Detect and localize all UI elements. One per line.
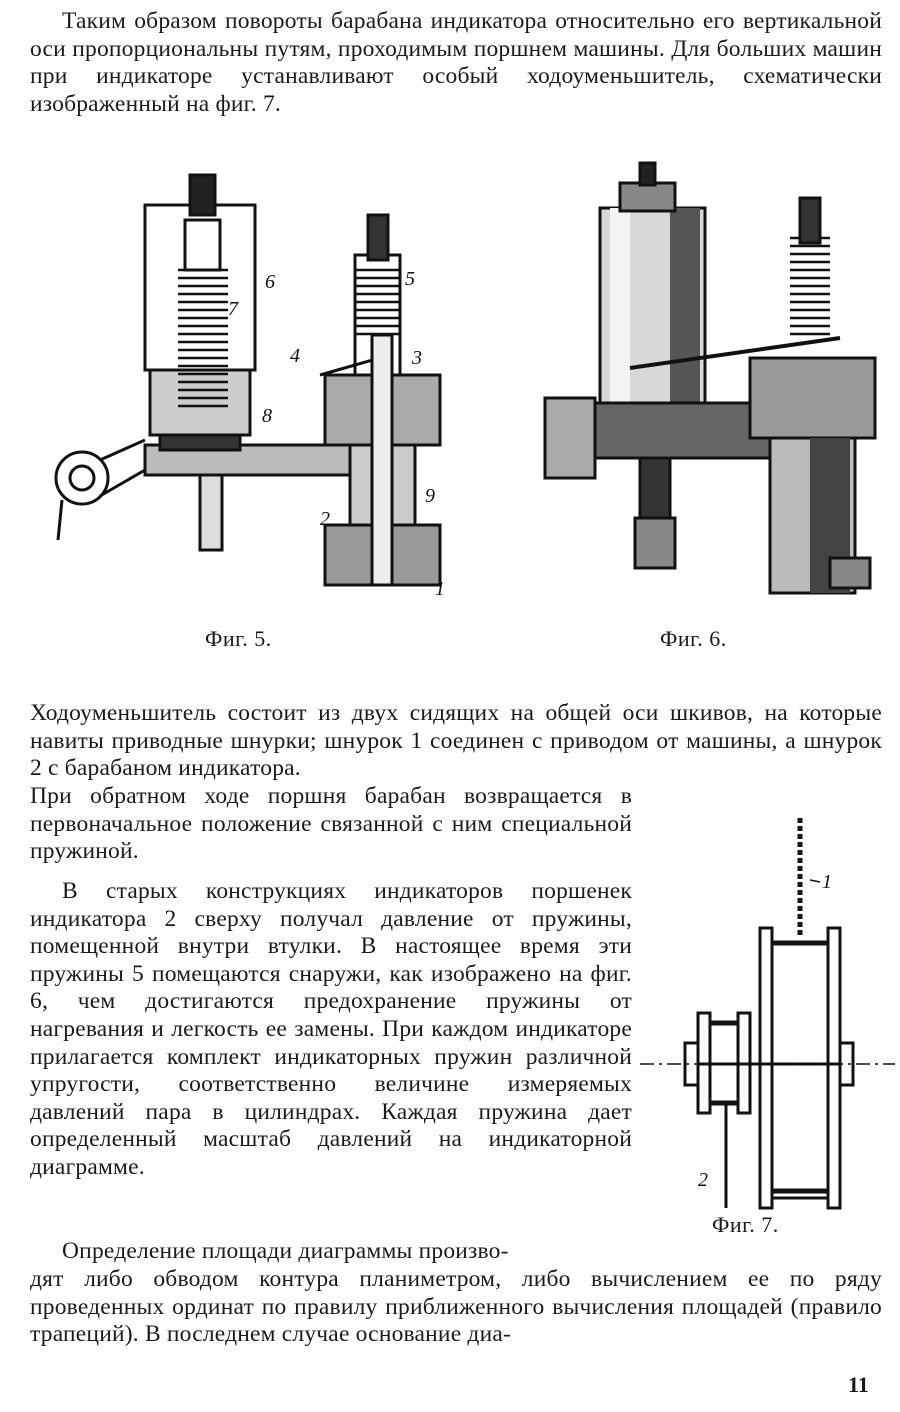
- fig5-label-2: 2: [320, 508, 330, 530]
- fig7-label-2: 2: [698, 1169, 708, 1191]
- paragraph-area-rest: дят либо обводом контура планиметром, ли…: [30, 1266, 882, 1348]
- paragraph-springs: В старых конструкциях индикаторов поршен…: [30, 878, 632, 1180]
- figure-5-drawing: 6 7 5 4 3 8 2 9 1: [54, 173, 445, 600]
- figure-6-drawing: [543, 161, 877, 595]
- figure-5-caption: Фиг. 5.: [205, 626, 272, 651]
- fig7-label-1: 1: [822, 871, 832, 893]
- figure-6-caption: Фиг. 6.: [660, 626, 727, 651]
- fig5-label-5: 5: [405, 268, 415, 290]
- paragraph-return-stroke: При обратном ходе поршня барабан возвращ…: [30, 783, 632, 865]
- figure-7-caption: Фиг. 7.: [712, 1212, 779, 1237]
- paragraph-reducer-text: Ходоуменьшитель состоит из двух сидящих …: [30, 700, 882, 782]
- fig5-label-6: 6: [265, 271, 275, 293]
- fig5-label-8: 8: [262, 405, 272, 427]
- fig5-label-9: 9: [425, 485, 435, 507]
- figure-7-drawing: 1 2: [640, 818, 895, 1210]
- fig5-label-3: 3: [411, 347, 422, 369]
- paragraph-area-start: Определение площади диаграммы произво-: [62, 1238, 509, 1264]
- page-number: 11: [848, 1372, 869, 1397]
- fig5-label-7: 7: [228, 298, 239, 320]
- fig5-label-4: 4: [290, 345, 300, 367]
- paragraph-intro: Таким образом повороты барабана индикато…: [30, 8, 882, 117]
- paragraph-reducer: Ходоуменьшитель состоит из двух сидящих …: [30, 700, 882, 783]
- fig5-label-1: 1: [435, 578, 445, 600]
